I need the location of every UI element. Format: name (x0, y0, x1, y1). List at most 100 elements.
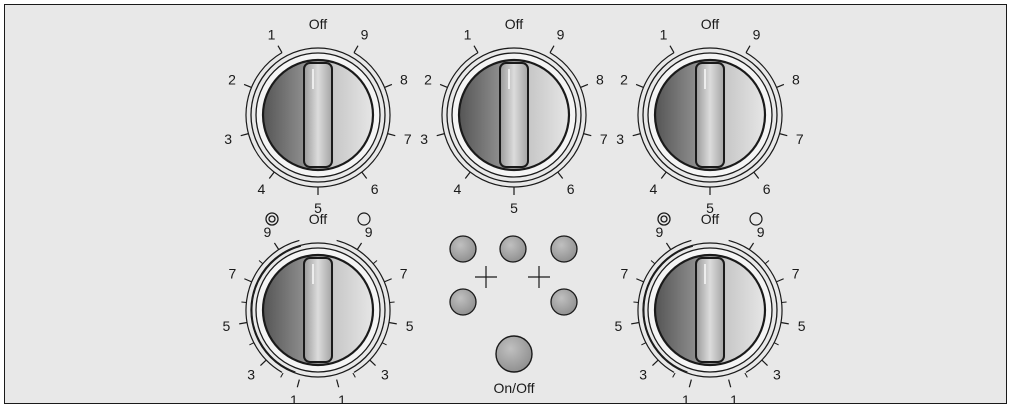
indicator-light (449, 288, 477, 316)
indicator-lights (449, 235, 578, 316)
scale-label: 2 (228, 71, 236, 87)
scale-label: 9 (757, 224, 765, 240)
dual-zone-control-knob[interactable] (642, 242, 778, 378)
scale-label: 6 (567, 181, 575, 197)
scale-minor-tick (744, 372, 748, 378)
knob-grip (695, 62, 725, 168)
off-label: Off (505, 16, 524, 32)
scale-label: 5 (510, 200, 518, 216)
scale-tick (665, 242, 672, 250)
heat-control-knob[interactable] (446, 47, 582, 183)
scale-label: 3 (616, 131, 624, 147)
knob-outer-ring (642, 242, 778, 378)
scale-label: 8 (400, 71, 408, 87)
scale-tick (336, 379, 340, 388)
scale-tick (464, 171, 471, 179)
scale-label: 3 (773, 367, 781, 383)
scale-label: 3 (247, 367, 255, 383)
knob-grip (499, 62, 529, 168)
scale-tick (652, 359, 659, 367)
on-off-label: On/Off (494, 380, 535, 396)
scale-tick (384, 83, 393, 89)
scale-arc-left (245, 239, 300, 373)
scale-tick (780, 321, 789, 325)
scale-tick (583, 133, 592, 137)
scale-minor-tick (633, 301, 639, 303)
scale-inner-arc (251, 245, 302, 373)
scale-tick (631, 321, 640, 325)
scale-tick (436, 133, 445, 137)
scale-label: 9 (365, 224, 373, 240)
scale-tick (748, 242, 755, 250)
scale-label: 9 (753, 26, 761, 42)
scale-tick (580, 83, 589, 89)
heat-control-knob[interactable] (250, 47, 386, 183)
single-circle-icon (749, 212, 763, 226)
scale-label: 1 (730, 392, 738, 404)
scale-tick (636, 278, 644, 283)
scale-tick (296, 379, 300, 388)
scale-label: 7 (796, 131, 804, 147)
scale-label: 9 (557, 26, 565, 42)
indicator-light (550, 235, 578, 263)
dual-zone-control-knob[interactable] (250, 242, 386, 378)
double-circle-icon (657, 212, 671, 226)
scale-label: 2 (620, 71, 628, 87)
scale-tick (268, 171, 275, 179)
scale-label: 5 (314, 200, 322, 216)
scale-minor-tick (672, 372, 676, 378)
scale-label: 1 (268, 26, 276, 42)
scale-tick (361, 171, 368, 179)
scale-tick (753, 171, 760, 179)
off-label: Off (309, 211, 328, 227)
scale-label: 1 (338, 392, 346, 404)
scale-label: 6 (371, 181, 379, 197)
scale-minor-tick (781, 301, 787, 303)
scale-tick (243, 83, 252, 89)
scale-tick (776, 83, 785, 89)
scale-label: 7 (600, 131, 608, 147)
scale-arc-left (637, 239, 692, 373)
scale-label: 5 (223, 318, 231, 334)
indicator-light (449, 235, 477, 263)
scale-tick (244, 278, 252, 283)
scale-tick (549, 45, 555, 53)
scale-minor-tick (764, 260, 770, 265)
scale-tick (557, 171, 564, 179)
scale-tick (353, 45, 359, 53)
scale-tick (356, 242, 363, 250)
scale-tick (273, 242, 280, 250)
scale-label: 1 (660, 26, 668, 42)
scale-minor-tick (389, 301, 395, 303)
on-off-button[interactable] (495, 335, 533, 373)
scale-label: 9 (263, 224, 271, 240)
scale-label: 3 (381, 367, 389, 383)
scale-tick (384, 278, 392, 283)
scale-minor-tick (650, 260, 656, 265)
scale-label: 8 (596, 71, 604, 87)
scale-label: 7 (400, 266, 408, 282)
scale-minor-tick (280, 372, 284, 378)
single-circle-icon (357, 212, 371, 226)
knob-outer-ring (642, 47, 778, 183)
scale-label: 5 (615, 318, 623, 334)
heat-control-knob[interactable] (642, 47, 778, 183)
scale-tick (728, 379, 732, 388)
double-circle-icon (265, 212, 279, 226)
scale-label: 5 (706, 200, 714, 216)
scale-tick (369, 359, 376, 367)
knob-grip (303, 62, 333, 168)
scale-arc-right (728, 239, 783, 373)
scale-minor-tick (352, 372, 356, 378)
scale-label: 7 (620, 266, 628, 282)
scale-tick (439, 83, 448, 89)
scale-label: 3 (420, 131, 428, 147)
scale-tick (669, 45, 675, 53)
scale-tick (277, 45, 283, 53)
scale-minor-tick (641, 342, 647, 346)
scale-tick (761, 359, 768, 367)
scale-label: 3 (224, 131, 232, 147)
scale-label: 6 (763, 181, 771, 197)
scale-tick (260, 359, 267, 367)
